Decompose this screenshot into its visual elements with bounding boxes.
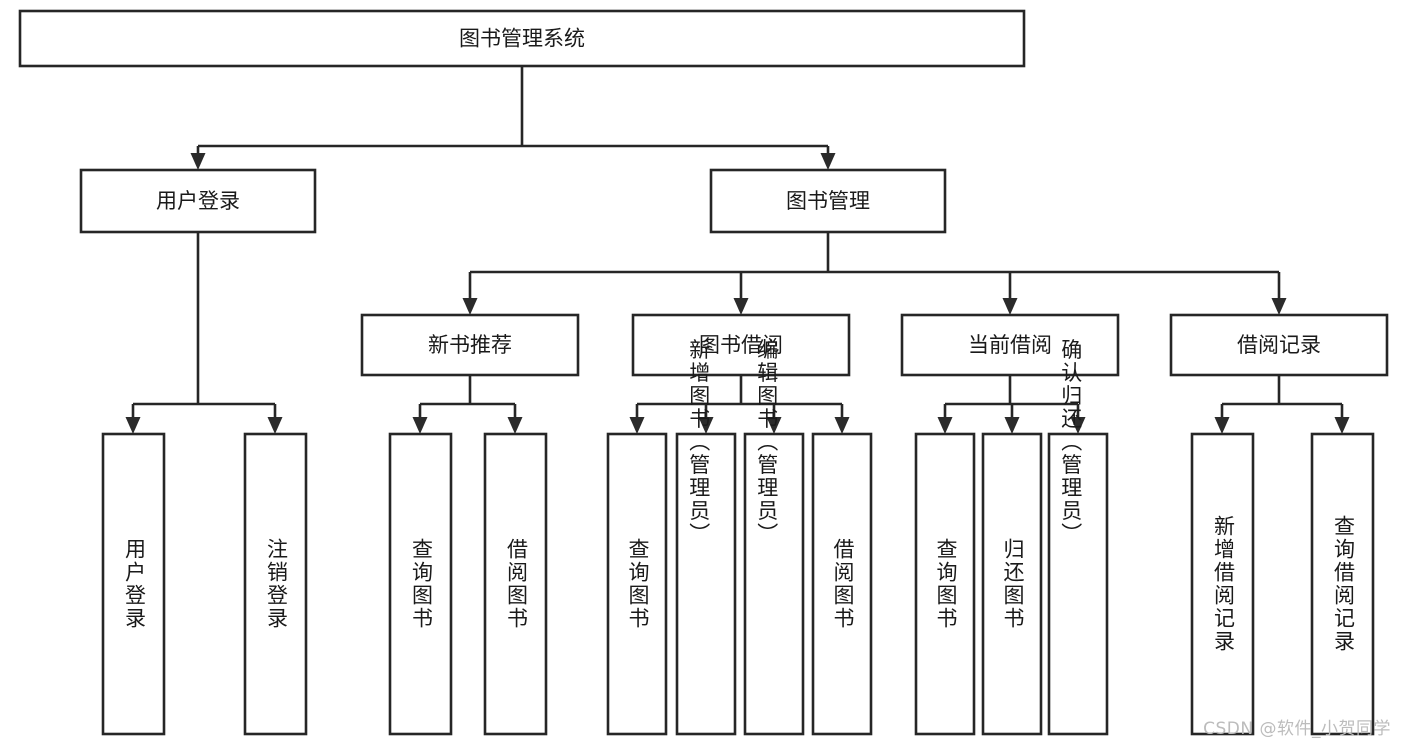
arrow-head-icon [937, 417, 953, 434]
arrow-head-icon [1334, 417, 1350, 434]
node-rect [1310, 432, 1375, 736]
node-leaf-logout[interactable]: 注销登录 [243, 432, 308, 736]
node-rect [1190, 432, 1255, 736]
node-rect [709, 168, 947, 234]
arrow-head-icon [125, 417, 141, 434]
node-label: 新增图书（管理员） [687, 339, 711, 546]
node-label: 当前借阅 [968, 333, 1052, 357]
node-rect [981, 432, 1043, 736]
node-layer: 图书管理系统用户登录图书管理新书推荐图书借阅当前借阅借阅记录用户登录注销登录查询… [18, 9, 1389, 736]
node-leaf-query-borrow-record[interactable]: 查询借阅记录 [1310, 432, 1375, 736]
arrow-head-icon [834, 417, 850, 434]
node-rect [914, 432, 976, 736]
node-rect [900, 313, 1120, 377]
node-leaf-query-book-1[interactable]: 查询图书 [388, 432, 453, 736]
arrow-head-icon [820, 153, 836, 170]
node-label: 新书推荐 [428, 333, 512, 357]
node-label: 图书管理 [786, 189, 870, 213]
node-label: 确认归还（管理员） [1059, 339, 1083, 546]
node-leaf-query-book-3[interactable]: 查询图书 [914, 432, 976, 736]
node-leaf-confirm-return-admin[interactable]: 确认归还（管理员） [1047, 339, 1109, 736]
node-label: 图书管理系统 [459, 27, 585, 51]
node-root[interactable]: 图书管理系统 [18, 9, 1026, 68]
node-book-management[interactable]: 图书管理 [709, 168, 947, 234]
node-leaf-add-book-admin[interactable]: 新增图书（管理员） [675, 339, 737, 736]
node-rect [606, 432, 668, 736]
node-current-borrow[interactable]: 当前借阅 [900, 313, 1120, 377]
node-label: 归还图书 [1001, 538, 1025, 630]
node-user-login[interactable]: 用户登录 [79, 168, 317, 234]
node-book-borrow[interactable]: 图书借阅 [631, 313, 851, 377]
node-rect [631, 313, 851, 377]
node-label: 编辑图书（管理员） [755, 339, 779, 546]
arrow-head-icon [766, 417, 782, 434]
node-rect [483, 432, 548, 736]
arrow-head-icon [267, 417, 283, 434]
node-label: 借阅图书 [831, 538, 855, 630]
node-label: 借阅图书 [505, 538, 529, 630]
node-leaf-borrow-book-2[interactable]: 借阅图书 [811, 432, 873, 736]
node-label: 注销登录 [265, 538, 289, 630]
csdn-watermark: CSDN @软件_小贺同学 [1203, 719, 1391, 739]
node-leaf-query-book-2[interactable]: 查询图书 [606, 432, 668, 736]
node-rect [675, 432, 737, 736]
node-rect [1047, 432, 1109, 736]
arrow-head-icon [1271, 298, 1287, 315]
node-borrow-record[interactable]: 借阅记录 [1169, 313, 1389, 377]
arrow-head-icon [507, 417, 523, 434]
arrow-head-icon [698, 417, 714, 434]
node-rect [388, 432, 453, 736]
arrow-head-icon [629, 417, 645, 434]
arrow-head-icon [462, 298, 478, 315]
node-rect [1169, 313, 1389, 377]
arrow-head-icon [1002, 298, 1018, 315]
arrow-head-icon [190, 153, 206, 170]
node-label: 查询借阅记录 [1332, 515, 1356, 653]
node-leaf-return-book[interactable]: 归还图书 [981, 432, 1043, 736]
node-rect [101, 432, 166, 736]
node-rect [360, 313, 580, 377]
node-rect [743, 432, 805, 736]
arrow-head-icon [412, 417, 428, 434]
node-leaf-user-login[interactable]: 用户登录 [101, 432, 166, 736]
node-new-book-recommend[interactable]: 新书推荐 [360, 313, 580, 377]
node-rect [18, 9, 1026, 68]
arrow-head-icon [1070, 417, 1086, 434]
node-label: 查询图书 [626, 538, 650, 630]
node-label: 新增借阅记录 [1212, 515, 1236, 653]
node-rect [79, 168, 317, 234]
arrow-head-icon [1214, 417, 1230, 434]
node-label: 查询图书 [934, 538, 958, 630]
arrow-head-layer [125, 153, 1350, 434]
node-leaf-borrow-book-1[interactable]: 借阅图书 [483, 432, 548, 736]
node-label: 用户登录 [123, 538, 147, 630]
node-leaf-add-borrow-record[interactable]: 新增借阅记录 [1190, 432, 1255, 736]
node-label: 借阅记录 [1237, 333, 1321, 357]
arrow-head-icon [733, 298, 749, 315]
node-rect [811, 432, 873, 736]
node-rect [243, 432, 308, 736]
node-leaf-edit-book-admin[interactable]: 编辑图书（管理员） [743, 339, 805, 736]
node-label: 查询图书 [410, 538, 434, 630]
node-label: 图书借阅 [699, 333, 783, 357]
node-label: 用户登录 [156, 189, 240, 213]
arrow-head-icon [1004, 417, 1020, 434]
